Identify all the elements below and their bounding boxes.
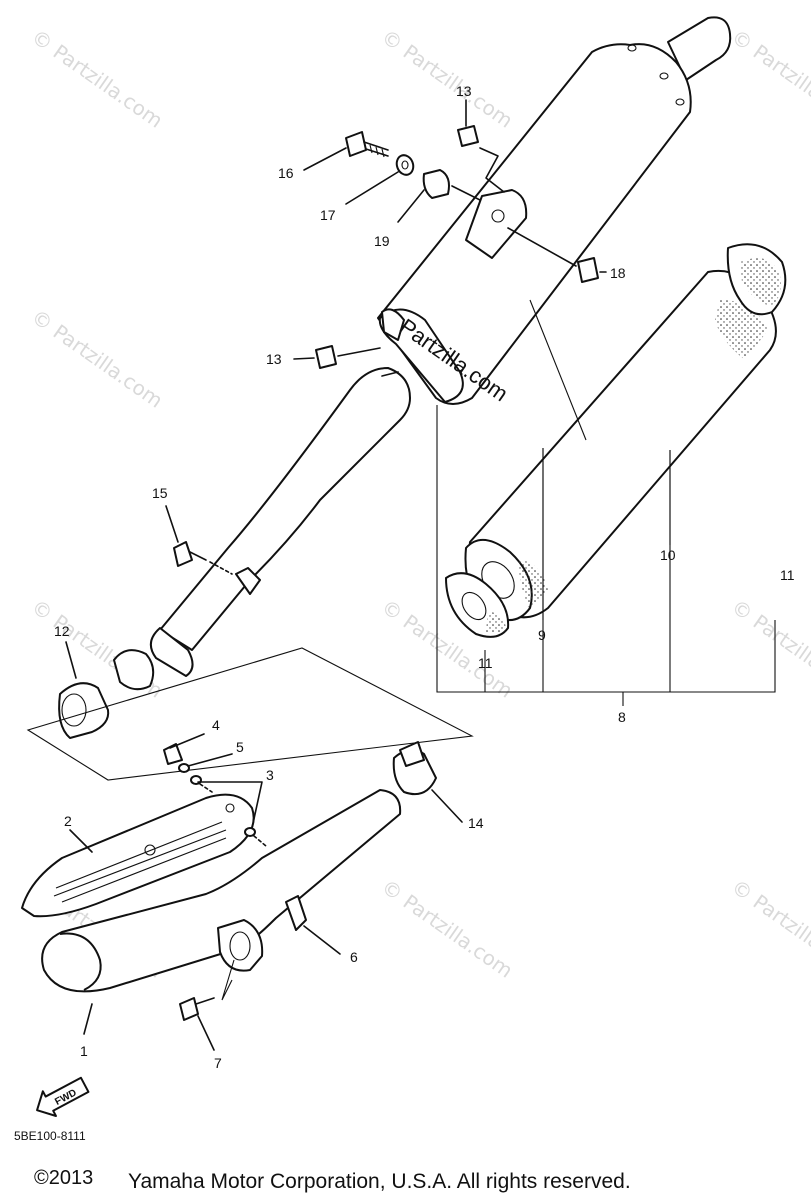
mid-pipe [113,367,411,691]
callout-2: 2 [64,813,72,829]
watermark: © Partzilla.com [27,24,167,132]
watermark: © Partzilla.com [377,874,517,982]
hardware-lower [163,743,267,847]
copyright-text: Yamaha Motor Corporation, U.S.A. All rig… [128,1170,631,1193]
callout-19: 19 [374,233,390,249]
callout-16: 16 [278,165,294,181]
watermark: © Partzilla.com [727,594,811,702]
callout-3: 3 [266,767,274,783]
callout-15: 15 [152,485,168,501]
copyright-year: ©2013 [34,1167,93,1189]
watermark: © Partzilla.com [727,24,811,132]
hardware-upper [315,125,599,369]
callout-13-upper: 13 [456,83,472,99]
callout-12: 12 [54,623,70,639]
callout-5: 5 [236,739,244,755]
callout-17: 17 [320,207,336,223]
diagram-code: 5BE100-8111 [14,1129,86,1143]
heat-protector [21,793,255,918]
callout-18: 18 [610,265,626,281]
silencer-shell [445,243,787,638]
callout-labels: 1 2 3 4 5 6 7 8 9 10 11 11 12 13 13 14 1… [54,83,795,1071]
muffler-assembly [377,16,732,405]
callout-9: 9 [538,627,546,643]
watermark: © Partzilla.com [377,24,517,132]
callout-4: 4 [212,717,220,733]
callout-leaders [65,99,607,1051]
callout-1: 1 [80,1043,88,1059]
clamp-14 [392,741,437,796]
watermark: © Partzilla.com [27,304,167,412]
callout-10: 10 [660,547,676,563]
callout-14: 14 [468,815,484,831]
exhaust-pipe [41,789,402,1021]
gasket-12 [26,647,474,781]
callout-11-bottom: 11 [478,655,493,671]
fwd-arrow-icon: FWD [36,1076,90,1117]
callout-6: 6 [350,949,358,965]
watermark: © Partzilla.com [727,874,811,982]
callout-13-lower: 13 [266,351,282,367]
callout-11-right: 11 [780,567,795,583]
callout-8: 8 [618,709,626,725]
callout-7: 7 [214,1055,222,1071]
copyright-line: ©2013 Yamaha Motor Corporation, U.S.A. A… [34,1167,631,1193]
assembly-bracket [436,299,776,706]
